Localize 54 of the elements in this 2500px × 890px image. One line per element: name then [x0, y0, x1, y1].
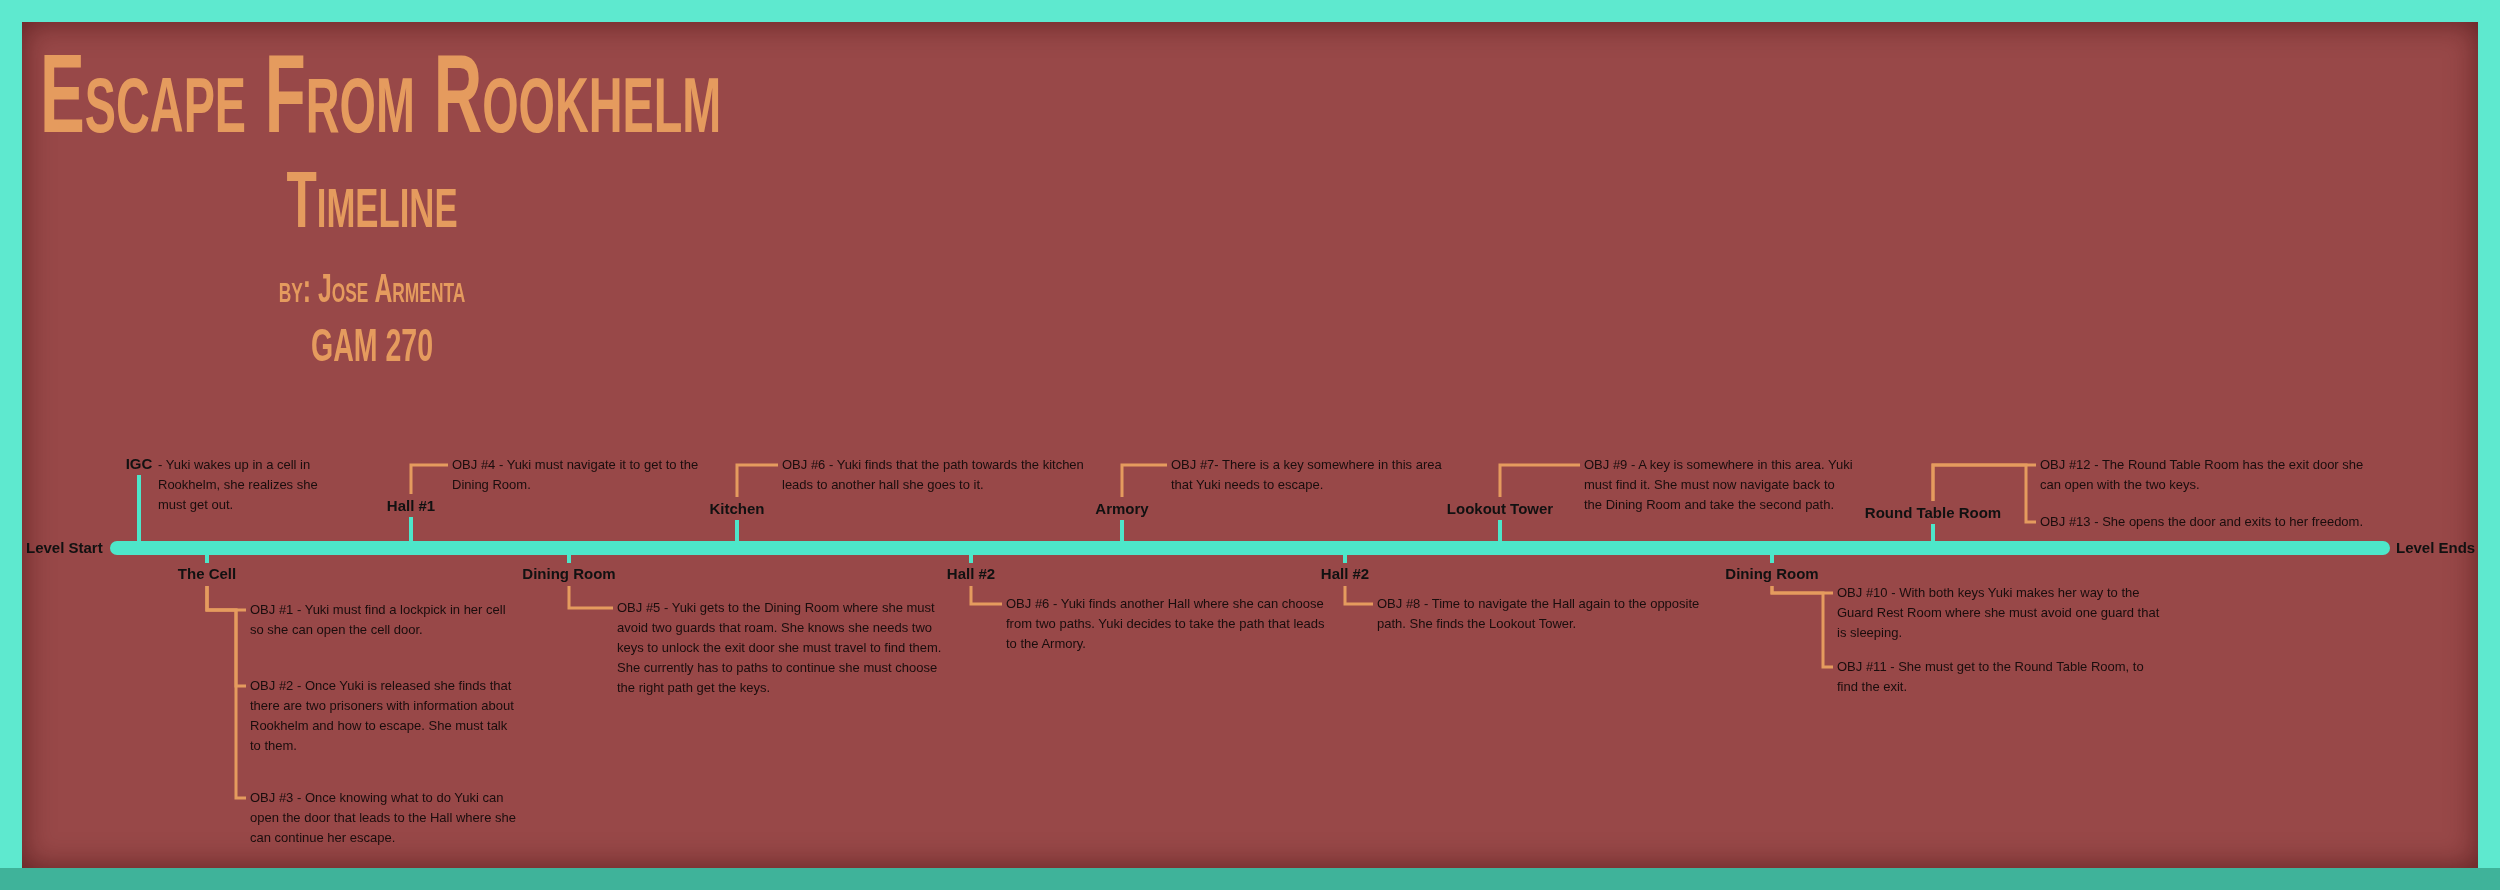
tick-line	[567, 555, 571, 563]
objective-text: OBJ #8 - Time to navigate the Hall again to the opposite path. She finds the Lookout Tower.	[1377, 594, 1717, 634]
leader-line	[735, 463, 778, 497]
tick-line	[205, 555, 209, 563]
milestone-label: Hall #2	[946, 565, 996, 583]
leader-line	[1931, 463, 2036, 524]
milestone-label: The Cell	[177, 565, 237, 583]
course-code: GAM 270	[310, 322, 434, 368]
leader-line	[1770, 586, 1833, 669]
event-description: - Yuki wakes up in a cell in Rookhelm, she realizes she must get out.	[158, 456, 319, 514]
tick-line	[735, 520, 739, 541]
objective-text: OBJ #10 - With both keys Yuki makes her way to the Guard Rest Room where she must avoid one guard that is sleeping.	[1837, 583, 2167, 643]
title-text: Escape From Rookhelm	[40, 38, 722, 150]
objective-text: OBJ #6 - Yuki finds that the path towards the kitchen leads to another hall she goes to it.	[782, 455, 1102, 495]
end-label: Level Ends	[2396, 539, 2476, 557]
objective-text: OBJ #7- There is a key somewhere in this area that Yuki needs to escape.	[1171, 455, 1461, 495]
leader-line	[1120, 463, 1167, 497]
objective-text: OBJ #13 - She opens the door and exits to her freedom.	[2040, 512, 2440, 532]
objective-text: OBJ #3 - Once knowing what to do Yuki can open the door that leads to the Hall where she can continue her escape.	[250, 788, 520, 848]
milestone-label: Dining Room	[1725, 565, 1819, 583]
milestone-label: Dining Room	[522, 565, 616, 583]
leader-line	[409, 463, 448, 494]
leader-line	[969, 586, 1002, 606]
author-byline: by: Jose Armenta	[278, 268, 466, 308]
leader-line	[1498, 463, 1580, 497]
tick-line	[1498, 520, 1502, 541]
tick-line	[1931, 524, 1935, 541]
leader-line	[567, 586, 613, 610]
milestone-label: Lookout Tower	[1446, 500, 1554, 518]
tick-line	[1343, 555, 1347, 563]
milestone-label: Hall #1	[386, 497, 436, 515]
milestone-label: Kitchen	[709, 500, 765, 518]
objective-text: OBJ #2 - Once Yuki is released she finds that there are two prisoners with information about Rookhelm and how to escape. She must talk to them.	[250, 676, 520, 756]
milestone-label: Round Table Room	[1864, 504, 2002, 522]
milestone-label: Hall #2	[1320, 565, 1370, 583]
tick-line	[1770, 555, 1774, 563]
subtitle: Timeline	[286, 160, 458, 240]
tick-line	[137, 475, 141, 541]
timeline-bar	[110, 541, 2390, 555]
leader-line	[1343, 586, 1373, 606]
tick-line	[969, 555, 973, 563]
milestone-label: Armory	[1095, 500, 1149, 518]
objective-text: OBJ #11 - She must get to the Round Table Room, to find the exit.	[1837, 657, 2167, 697]
objective-text: OBJ #4 - Yuki must navigate it to get to the Dining Room.	[452, 455, 732, 495]
tick-line	[409, 517, 413, 541]
start-label: Level Start	[26, 539, 103, 557]
objective-text: OBJ #9 - A key is somewhere in this area. Yuki must find it. She must now navigate back to the Dining Room and take the second path.	[1584, 455, 1854, 515]
objective-text: OBJ #5 - Yuki gets to the Dining Room where she must avoid two guards that roam. She knows she needs two keys to unlock the exit door she must travel to find them. She currently has to paths to continue she must choose the right path get the keys.	[617, 598, 947, 698]
objective-text: OBJ #6 - Yuki finds another Hall where she can choose from two paths. Yuki decides to take the path that leads to the Armory.	[1006, 594, 1326, 654]
leader-line	[205, 586, 246, 800]
tick-line	[1120, 520, 1124, 541]
milestone-label: IGC	[125, 455, 153, 473]
objective-text: OBJ #12 - The Round Table Room has the exit door she can open with the two keys.	[2040, 455, 2370, 495]
objective-text: OBJ #1 - Yuki must find a lockpick in her cell so she can open the cell door.	[250, 600, 520, 640]
